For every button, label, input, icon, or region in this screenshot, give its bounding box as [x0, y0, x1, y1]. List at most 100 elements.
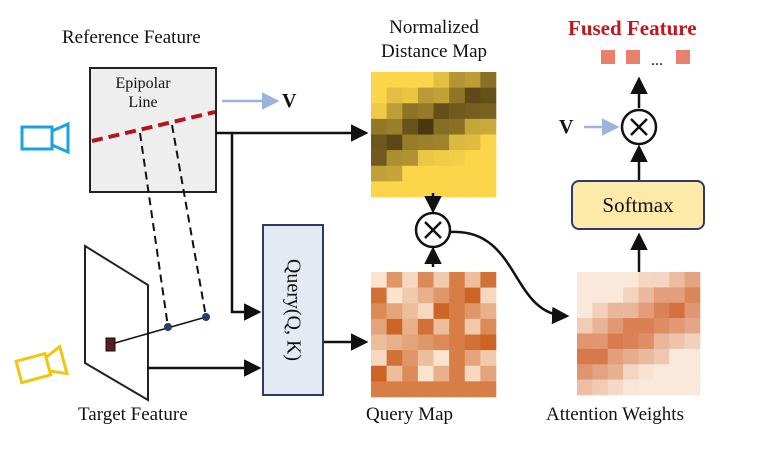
heatmap-cell — [464, 165, 481, 182]
heatmap-cell — [638, 287, 655, 304]
heatmap-cell — [480, 87, 497, 104]
heatmap-cell — [386, 134, 403, 151]
heatmap-cell — [417, 165, 434, 182]
heatmap-cell — [433, 303, 450, 320]
heatmap-cell — [386, 103, 403, 120]
heatmap-cell — [623, 302, 639, 319]
epipolar-line-label: Epipolar Line — [115, 75, 171, 112]
heatmap-cell — [480, 165, 497, 182]
heatmap-cell — [480, 334, 497, 351]
query-map-label: Query Map — [366, 404, 454, 425]
heatmap-cell — [402, 350, 419, 367]
heatmap-cell — [449, 118, 466, 135]
heatmap-cell — [449, 350, 466, 367]
heatmap-cell — [607, 272, 624, 288]
heatmap-cell — [577, 348, 593, 365]
heatmap-cell — [386, 303, 403, 320]
query-map — [371, 272, 497, 398]
heatmap-cell — [371, 103, 387, 120]
heatmap-cell — [592, 302, 609, 319]
heatmap-cell — [607, 333, 624, 350]
query-label: Query(Q, K) — [282, 258, 305, 362]
heatmap-cell — [433, 134, 450, 151]
fused-feature-title: Fused Feature — [568, 16, 697, 40]
heatmap-cell — [592, 348, 609, 365]
heatmap-cell — [386, 181, 403, 198]
heatmap-cell — [449, 150, 466, 167]
heatmap-cell — [449, 381, 466, 398]
heatmap-cell — [371, 150, 387, 167]
heatmap-cell — [386, 381, 403, 398]
heatmap-cell — [480, 134, 497, 151]
heatmap-cell — [607, 348, 624, 365]
heatmap-cell — [653, 318, 670, 334]
heatmap-cell — [464, 303, 481, 320]
heatmap-cell — [402, 150, 419, 167]
heatmap-cell — [592, 272, 609, 288]
heatmap-cell — [402, 134, 419, 151]
heatmap-cell — [402, 272, 419, 288]
heatmap-cell — [417, 103, 434, 120]
heatmap-cell — [638, 302, 655, 319]
heatmap-cell — [464, 134, 481, 151]
query-box — [262, 224, 324, 396]
heatmap-cell — [480, 350, 497, 367]
heatmap-cell — [623, 272, 639, 288]
heatmap-cell — [577, 302, 593, 319]
heatmap-cell — [386, 272, 403, 288]
heatmap-cell — [638, 379, 655, 396]
heatmap-cell — [577, 272, 593, 288]
heatmap-cell — [464, 334, 481, 351]
heatmap-cell — [607, 364, 624, 380]
heatmap-cell — [402, 87, 419, 104]
heatmap-cell — [433, 272, 450, 288]
heatmap-cell — [607, 318, 624, 334]
heatmap-cell — [623, 379, 639, 396]
heatmap-cell — [607, 379, 624, 396]
heatmap-cell — [480, 118, 497, 135]
heatmap-cell — [402, 334, 419, 351]
heatmap-cell — [371, 72, 387, 88]
heatmap-cell — [638, 272, 655, 288]
heatmap-cell — [480, 72, 497, 88]
heatmap-cell — [577, 379, 593, 396]
heatmap-cell — [449, 303, 466, 320]
heatmap-cell — [402, 287, 419, 304]
heatmap-cell — [653, 302, 670, 319]
heatmap-cell — [433, 365, 450, 382]
heatmap-cell — [371, 165, 387, 182]
heatmap-cell — [371, 134, 387, 151]
heatmap-cell — [371, 118, 387, 135]
fused-block — [601, 50, 615, 64]
heatmap-cell — [433, 103, 450, 120]
heatmap-cell — [417, 87, 434, 104]
heatmap-cell — [449, 72, 466, 88]
heatmap-cell — [371, 287, 387, 304]
heatmap-cell — [577, 318, 593, 334]
heatmap-cell — [386, 165, 403, 182]
fused-block — [626, 50, 640, 64]
heatmap-cell — [684, 302, 701, 319]
heatmap-cell — [386, 334, 403, 351]
heatmap-cell — [417, 381, 434, 398]
heatmap-cell — [623, 333, 639, 350]
heatmap-cell — [433, 381, 450, 398]
heatmap-cell — [623, 364, 639, 380]
fused-block — [676, 50, 690, 64]
heatmap-cell — [464, 72, 481, 88]
heatmap-cell — [386, 287, 403, 304]
heatmap-cell — [386, 150, 403, 167]
heatmap-cell — [669, 348, 685, 365]
heatmap-cell — [592, 333, 609, 350]
heatmap-cell — [433, 87, 450, 104]
heatmap-cell — [433, 181, 450, 198]
target-pixel — [105, 337, 116, 352]
heatmap-cell — [464, 150, 481, 167]
heatmap-cell — [449, 272, 466, 288]
heatmap-cell — [417, 287, 434, 304]
heatmap-cell — [371, 87, 387, 104]
normalized-distance-map-label: Normalized Distance Map — [380, 17, 488, 62]
heatmap-cell — [464, 87, 481, 104]
reference-feature-label: Reference Feature — [62, 27, 201, 48]
heatmap-cell — [386, 318, 403, 335]
